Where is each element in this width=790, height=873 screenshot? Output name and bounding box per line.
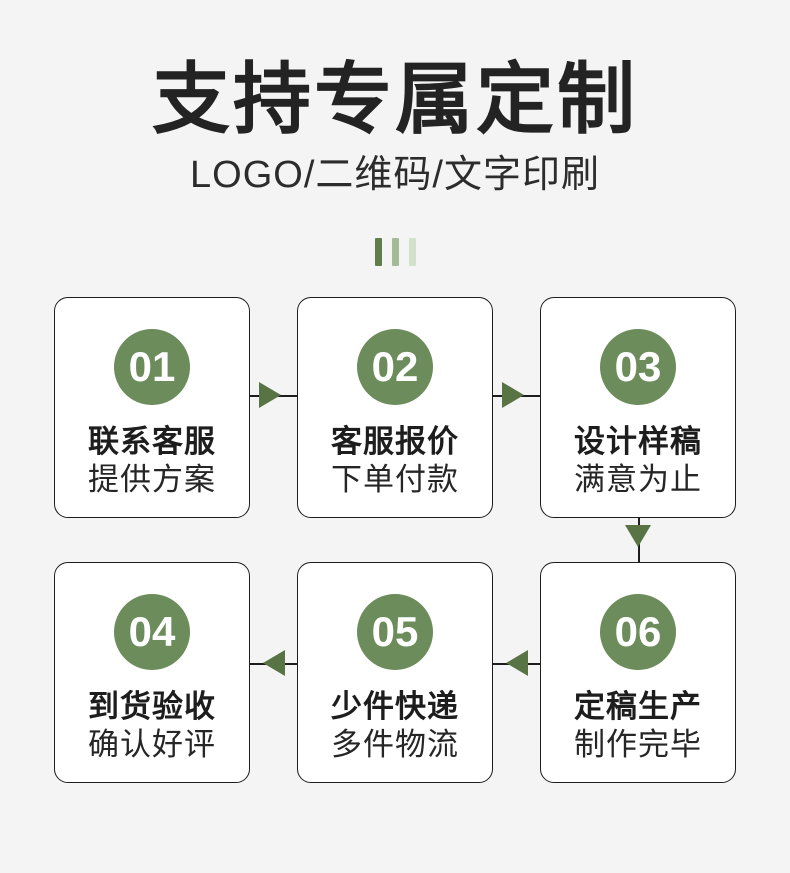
step-card-04[interactable]: 04 到货验收 确认好评 [54, 562, 250, 783]
step-line1-05: 少件快递 [331, 689, 459, 724]
header: 支持专属定制 LOGO/二维码/文字印刷 [0, 0, 790, 194]
step-line1-02: 客服报价 [331, 424, 459, 459]
step-badge-06: 06 [600, 594, 676, 670]
step-text-04: 到货验收 确认好评 [88, 688, 216, 764]
step-badge-04: 04 [114, 594, 190, 670]
step-line2-02: 下单付款 [331, 461, 459, 497]
step-line1-04: 到货验收 [88, 689, 216, 724]
page-subtitle: LOGO/二维码/文字印刷 [190, 154, 600, 196]
step-badge-01: 01 [114, 329, 190, 405]
step-badge-05: 05 [357, 594, 433, 670]
step-card-03[interactable]: 03 设计样稿 满意为止 [540, 297, 736, 518]
step-line2-03: 满意为止 [574, 461, 702, 497]
step-card-06[interactable]: 06 定稿生产 制作完毕 [540, 562, 736, 783]
divider-bar-2 [391, 238, 399, 266]
process-flow: 01 联系客服 提供方案 02 客服报价 下单付款 03 设计样稿 满意为止 0… [54, 297, 736, 783]
arrow-left-icon-06-to-05 [506, 650, 528, 676]
arrow-right-icon-02-to-03 [502, 382, 524, 408]
step-text-05: 少件快递 多件物流 [331, 688, 459, 764]
step-card-01[interactable]: 01 联系客服 提供方案 [54, 297, 250, 518]
step-text-03: 设计样稿 满意为止 [574, 423, 702, 499]
step-line1-03: 设计样稿 [574, 424, 702, 459]
step-line2-01: 提供方案 [88, 461, 216, 497]
step-card-05[interactable]: 05 少件快递 多件物流 [297, 562, 493, 783]
step-line2-05: 多件物流 [331, 726, 459, 762]
divider-bar-3 [408, 238, 416, 266]
step-badge-02: 02 [357, 329, 433, 405]
step-line1-01: 联系客服 [88, 424, 216, 459]
step-line2-06: 制作完毕 [574, 726, 702, 762]
step-text-06: 定稿生产 制作完毕 [574, 688, 702, 764]
divider [0, 238, 790, 266]
step-text-01: 联系客服 提供方案 [88, 423, 216, 499]
page-title: 支持专属定制 [151, 55, 638, 143]
step-badge-03: 03 [600, 329, 676, 405]
arrow-down-icon-03-to-06 [625, 525, 651, 547]
step-line1-06: 定稿生产 [574, 689, 702, 724]
arrow-left-icon-05-to-04 [263, 650, 285, 676]
step-line2-04: 确认好评 [88, 726, 216, 762]
divider-bar-1 [374, 238, 382, 266]
step-text-02: 客服报价 下单付款 [331, 423, 459, 499]
arrow-right-icon-01-to-02 [259, 382, 281, 408]
step-card-02[interactable]: 02 客服报价 下单付款 [297, 297, 493, 518]
